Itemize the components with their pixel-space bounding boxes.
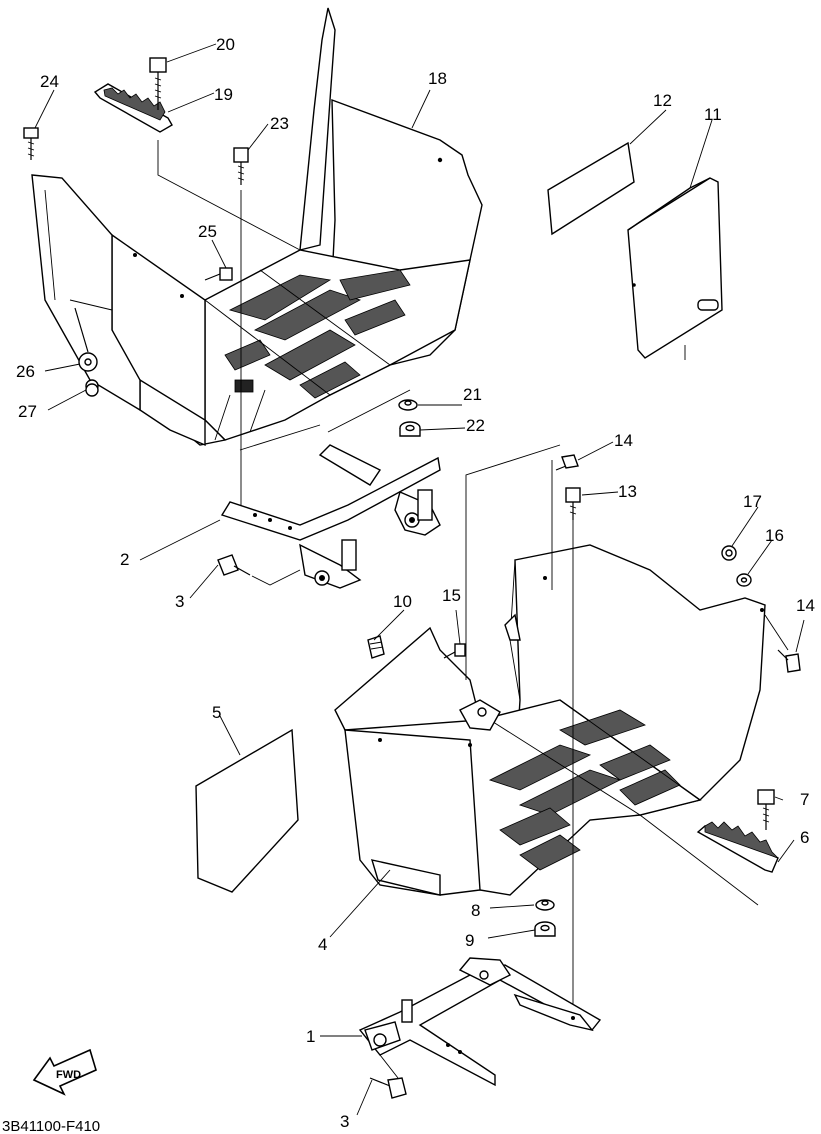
callout-9: 9 — [465, 931, 474, 950]
callout-6: 6 — [800, 828, 809, 847]
part-8-9-washer-nut — [534, 899, 556, 937]
callout-7: 7 — [800, 790, 809, 809]
callout-22: 22 — [466, 416, 485, 435]
callout-17: 17 — [743, 492, 762, 511]
part-4-footrest-guard — [334, 544, 766, 896]
callout-8: 8 — [471, 901, 480, 920]
callout-4: 4 — [318, 935, 327, 954]
callout-5: 5 — [212, 703, 221, 722]
callout-15: 15 — [442, 586, 461, 605]
callout-14-right: 14 — [796, 596, 815, 615]
callout-labels: 1 2 3 3 4 5 6 7 8 9 10 11 12 13 14 14 15… — [16, 35, 815, 1131]
part-2-bracket — [220, 389, 441, 589]
callout-19: 19 — [214, 85, 233, 104]
callout-3-lower: 3 — [340, 1112, 349, 1131]
callout-11: 11 — [704, 105, 722, 124]
part-1-bracket — [358, 957, 602, 1087]
part-26-27-washer-nut — [74, 307, 99, 397]
callout-25: 25 — [198, 222, 217, 241]
fwd-label: FWD — [56, 1069, 81, 1081]
part-10-15-fasteners — [367, 635, 466, 659]
callout-16: 16 — [765, 526, 784, 545]
part-16-17-washer-nut — [721, 545, 752, 587]
fwd-arrow-icon: FWD — [32, 1048, 97, 1096]
callout-10: 10 — [393, 592, 412, 611]
callout-3-upper: 3 — [175, 592, 184, 611]
callout-27: 27 — [18, 402, 37, 421]
callout-13: 13 — [618, 482, 637, 501]
callout-12: 12 — [653, 91, 672, 110]
part-12-sticker — [547, 141, 635, 236]
callout-26: 26 — [16, 362, 35, 381]
part-11-plate — [627, 177, 723, 360]
part-24-bolt-and-flap — [23, 127, 141, 412]
callout-23: 23 — [270, 114, 289, 133]
part-6-7-tread-plate-bolt — [639, 789, 779, 906]
callout-20: 20 — [216, 35, 235, 54]
part-23-bolt — [233, 147, 249, 505]
callout-24: 24 — [40, 72, 59, 91]
part-5-sticker — [195, 728, 299, 893]
callout-1: 1 — [306, 1027, 315, 1046]
callout-14-upper: 14 — [614, 431, 633, 450]
part-13-14-bolts — [465, 444, 801, 1015]
leader-lines — [34, 43, 805, 1116]
callout-2: 2 — [120, 550, 129, 569]
callout-21: 21 — [463, 385, 482, 404]
part-3-bolt-upper — [217, 554, 301, 586]
part-18-footrest-guard — [111, 7, 483, 447]
drawing-code: 3B41100-F410 — [2, 1118, 100, 1134]
part-3-bolt-lower — [369, 1054, 407, 1099]
part-21-22-washer-nut — [398, 399, 421, 437]
part-25-bolt — [204, 267, 233, 281]
part-19-20-tread-plate-bolt — [93, 57, 301, 251]
callout-18: 18 — [428, 69, 447, 88]
